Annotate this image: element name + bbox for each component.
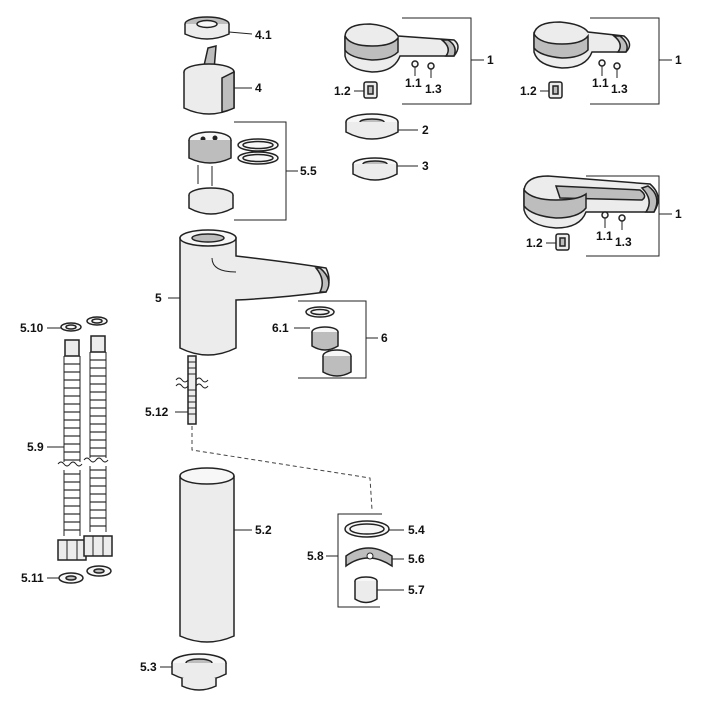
- bracket-1b: [590, 17, 660, 105]
- label-5-4: 5.4: [408, 523, 425, 537]
- label-1-1-a: 1.1: [405, 76, 422, 90]
- label-5-8: 5.8: [307, 549, 324, 563]
- part-5-12-threaded-rod: [175, 355, 209, 425]
- part-5-11-washers: [58, 565, 112, 584]
- bracket-1c: [586, 175, 660, 257]
- part-5-5-valve-group: [188, 131, 279, 215]
- label-6: 6: [381, 331, 388, 345]
- bracket-6: [298, 300, 367, 379]
- label-5-11: 5.11: [21, 571, 44, 585]
- part-1-handle-c: [523, 175, 659, 229]
- label-5-12: 5.12: [145, 405, 169, 419]
- label-3: 3: [422, 159, 429, 173]
- bracket-1a: [402, 17, 472, 105]
- part-3-nut: [352, 157, 398, 181]
- part-5-8-group: [344, 520, 393, 604]
- label-1-b: 1: [675, 53, 682, 67]
- part-5-10-seals: [60, 316, 108, 332]
- label-1-2-b: 1.2: [520, 84, 537, 98]
- label-1-1-b: 1.1: [592, 76, 609, 90]
- leader-4-1: [228, 31, 253, 35]
- label-4: 4: [255, 81, 262, 95]
- label-1-a: 1: [487, 53, 494, 67]
- part-1-2c-insert: [555, 233, 570, 251]
- label-2: 2: [422, 123, 429, 137]
- label-5: 5: [155, 291, 162, 305]
- label-5-6: 5.6: [408, 552, 425, 566]
- part-1-handle-a: [344, 23, 459, 73]
- label-4-1: 4.1: [255, 28, 272, 42]
- label-1-3-a: 1.3: [425, 82, 442, 96]
- bracket-5-5: [234, 121, 287, 221]
- label-5-9: 5.9: [27, 440, 44, 454]
- label-1-2-a: 1.2: [334, 84, 351, 98]
- label-5-10: 5.10: [20, 321, 44, 335]
- part-5-9-hoses: [57, 335, 113, 561]
- part-1-handle-b: [533, 21, 631, 69]
- label-5-5: 5.5: [300, 164, 317, 178]
- part-4-cartridge: [183, 45, 235, 115]
- part-5-3-nut: [171, 653, 227, 691]
- label-5-2: 5.2: [255, 523, 272, 537]
- label-1-1-c: 1.1: [596, 229, 613, 243]
- label-1-3-b: 1.3: [611, 82, 628, 96]
- label-1-3-c: 1.3: [615, 235, 632, 249]
- part-1-2a-insert: [363, 81, 378, 99]
- part-1-2b-insert: [548, 81, 563, 99]
- dashed-path: [191, 426, 373, 511]
- label-5-7: 5.7: [408, 583, 425, 597]
- part-5-2-cylinder: [179, 467, 235, 643]
- label-5-3: 5.3: [140, 660, 157, 674]
- part-4-1-cap: [184, 16, 230, 40]
- part-6-aerator-group: [305, 306, 352, 377]
- part-2-cover: [345, 113, 399, 140]
- bracket-5-8: [337, 513, 382, 608]
- label-1-c: 1: [675, 207, 682, 221]
- label-6-1: 6.1: [272, 321, 289, 335]
- part-5-faucet-body: [179, 229, 330, 356]
- part-1-1b-1-3b-screws: [598, 59, 621, 70]
- label-1-2-c: 1.2: [526, 236, 543, 250]
